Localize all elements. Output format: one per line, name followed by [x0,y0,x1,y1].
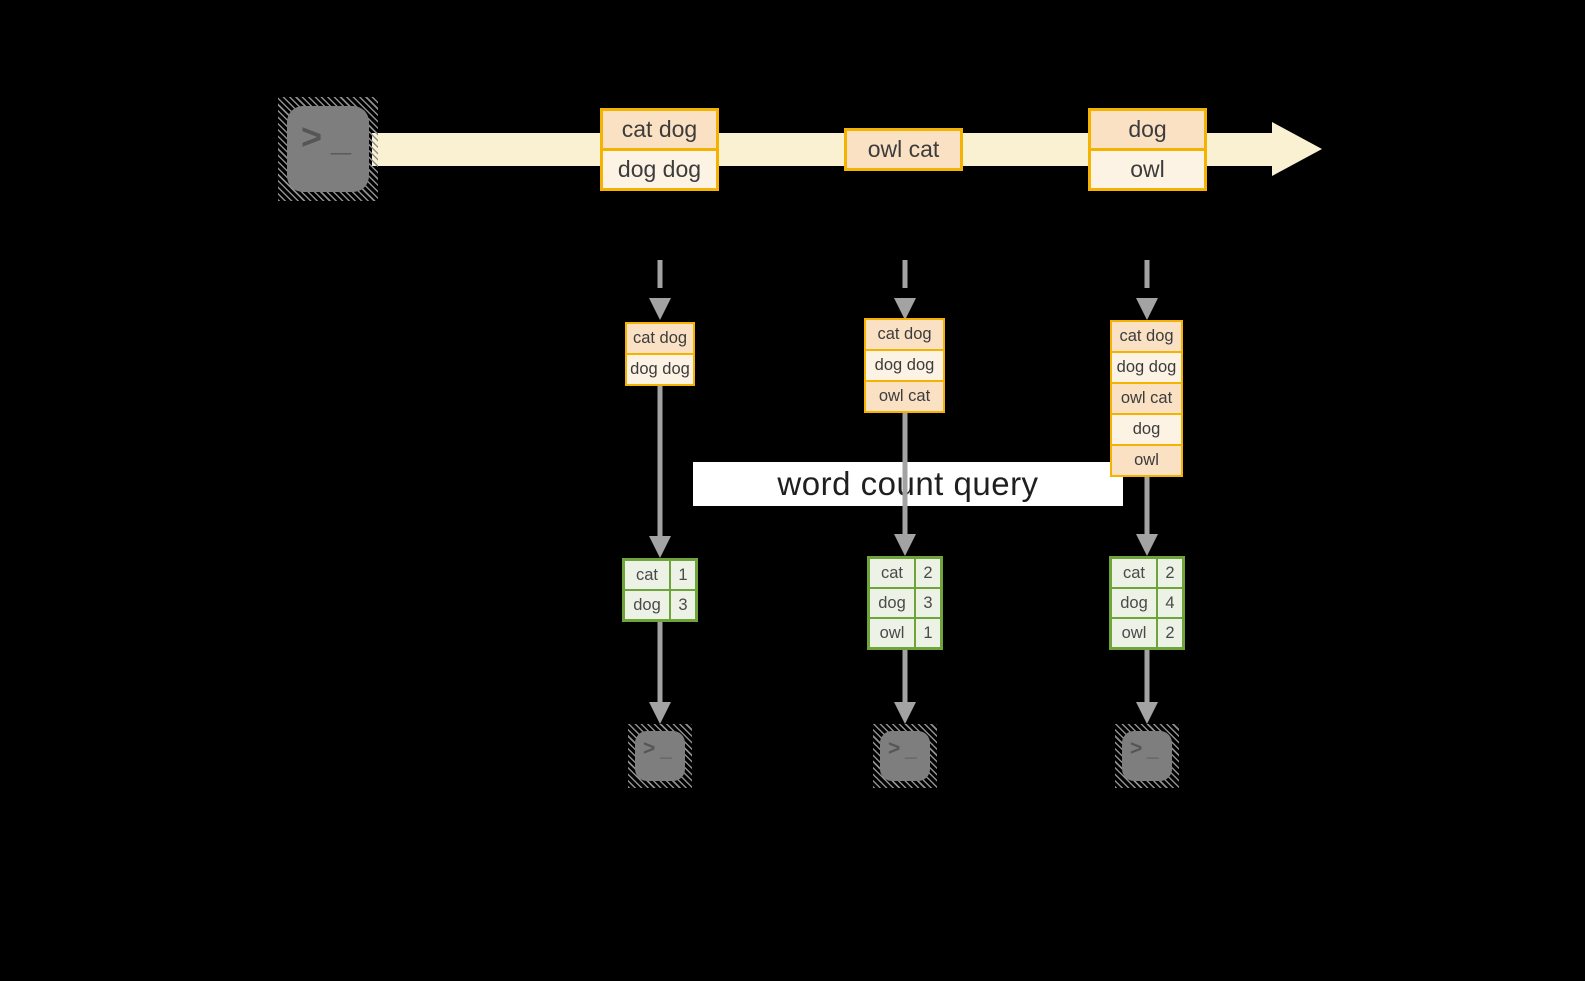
terminal-prompt-glyph: > [1130,737,1143,760]
count-table-3: cat 2 dog 4 owl 2 [1109,556,1185,650]
dashed-arrow-down-icon [1136,260,1158,320]
count-value-cell: 3 [671,591,695,619]
query-label: word count query [777,465,1039,502]
count-word-cell: dog [1112,589,1156,617]
terminal-cursor-glyph: _ [660,738,672,761]
terminal-cursor-glyph: _ [1147,738,1159,761]
terminal-icon-body: > _ [1122,731,1172,781]
source-terminal-icon: > _ [278,97,378,201]
dashed-arrow-down-icon [649,260,671,320]
accumulated-line: owl cat [1112,384,1181,413]
count-value-cell: 2 [916,559,940,587]
terminal-prompt-glyph: > [888,737,901,760]
count-word-cell: owl [1112,619,1156,647]
terminal-prompt-glyph: > [301,116,323,157]
count-value-cell: 1 [671,561,695,589]
count-value-cell: 4 [1158,589,1182,617]
sink-terminal-icon: > _ [1115,724,1179,788]
terminal-icon-body: > _ [287,106,369,192]
stream-batch-line: dog dog [603,151,716,188]
sink-terminal-icon: > _ [628,724,692,788]
terminal-icon-body: > _ [635,731,685,781]
accumulated-line: owl cat [866,382,943,411]
query-band: word count query [693,462,1123,506]
count-word-cell: dog [870,589,914,617]
stream-batch-line: dog [1091,111,1204,148]
accumulated-line: dog dog [627,355,693,384]
accumulated-line: cat dog [866,320,943,349]
terminal-cursor-glyph: _ [905,738,917,761]
arrow-down-icon [1136,650,1158,724]
accumulated-line: cat dog [627,324,693,353]
accumulated-line: owl [1112,446,1181,475]
stream-timeline-arrowhead-icon [1272,122,1322,176]
count-word-cell: dog [625,591,669,619]
count-word-cell: cat [625,561,669,589]
terminal-cursor-glyph: _ [331,117,352,158]
count-word-cell: owl [870,619,914,647]
arrow-down-icon [894,650,916,724]
stream-batch-3: dog owl [1088,108,1207,191]
arrow-down-icon [1136,477,1158,556]
accumulated-line: dog dog [866,351,943,380]
stream-batch-line: owl [1091,151,1204,188]
accumulated-line: cat dog [1112,322,1181,351]
terminal-icon-body: > _ [880,731,930,781]
terminal-prompt-glyph: > [643,737,656,760]
arrow-down-icon [894,413,916,556]
stream-batch-line: owl cat [847,131,960,168]
count-value-cell: 1 [916,619,940,647]
arrow-down-icon [649,622,671,724]
accumulated-line: dog [1112,415,1181,444]
accumulated-line: dog dog [1112,353,1181,382]
stream-batch-line: cat dog [603,111,716,148]
stream-batch-1: cat dog dog dog [600,108,719,191]
count-table-2: cat 2 dog 3 owl 1 [867,556,943,650]
accumulated-data-3: cat dog dog dog owl cat dog owl [1110,320,1183,477]
arrow-down-icon [649,386,671,558]
dashed-arrow-down-icon [894,260,916,320]
count-word-cell: cat [870,559,914,587]
count-table-1: cat 1 dog 3 [622,558,698,622]
accumulated-data-1: cat dog dog dog [625,322,695,386]
count-value-cell: 3 [916,589,940,617]
accumulated-data-2: cat dog dog dog owl cat [864,318,945,413]
count-value-cell: 2 [1158,619,1182,647]
stream-batch-2: owl cat [844,128,963,171]
sink-terminal-icon: > _ [873,724,937,788]
count-value-cell: 2 [1158,559,1182,587]
count-word-cell: cat [1112,559,1156,587]
